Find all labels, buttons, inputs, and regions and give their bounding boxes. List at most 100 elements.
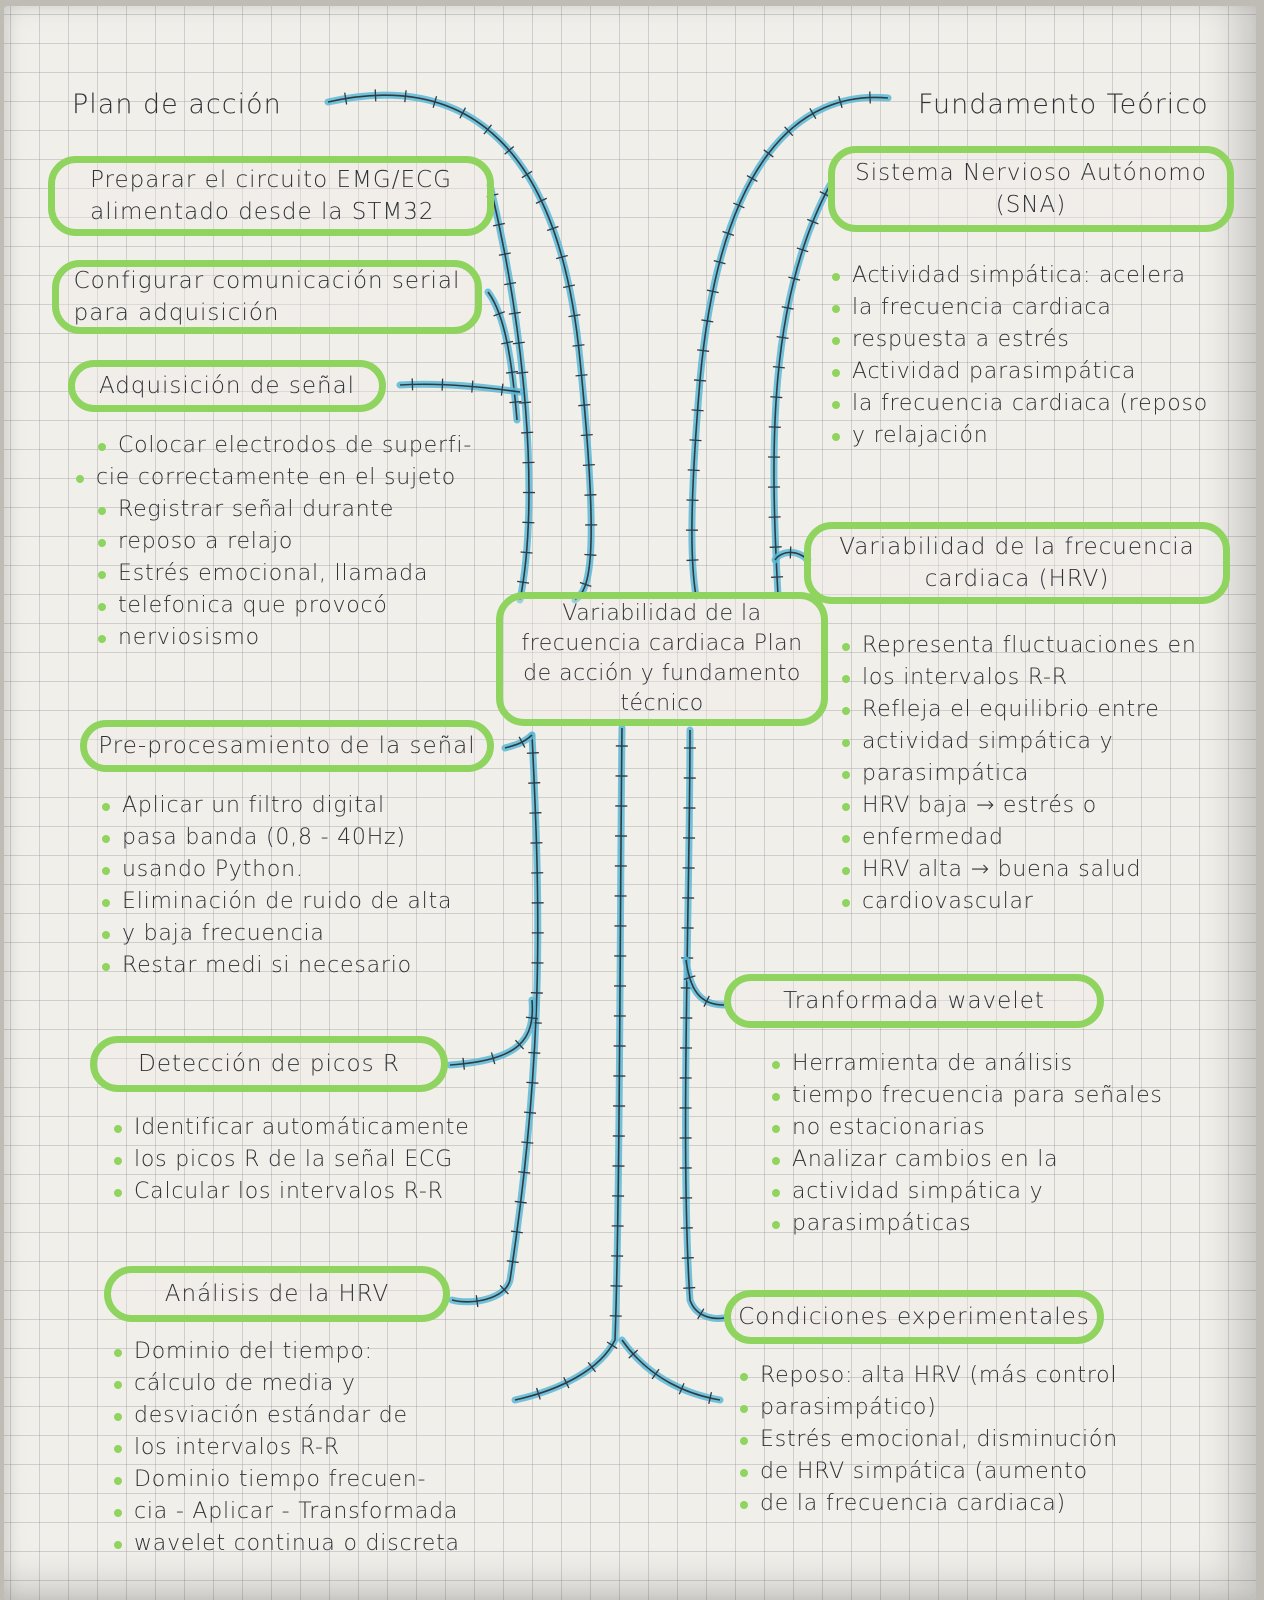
node-label: Sistema Nervioso Autónomo (SNA) [855, 157, 1207, 221]
bullet-item-continuation: nerviosismo [96, 622, 472, 654]
bullet-line: Restar medi si necesario [122, 953, 412, 978]
node-variabilidad-frecuencia: Variabilidad de la frecuencia cardiaca (… [804, 522, 1230, 604]
bullet-line: parasimpático) [760, 1395, 937, 1420]
bullet-item-continuation: telefonica que provocó [96, 590, 472, 622]
bullet-item-continuation: y baja frecuencia [100, 918, 452, 950]
bullet-item-continuation: respuesta a estrés [830, 324, 1208, 356]
bullet-line: Refleja el equilibrio entre [862, 697, 1160, 722]
bullet-line: actividad simpática y [862, 729, 1114, 754]
bullet-item-continuation: cia - Aplicar - Transformada [112, 1496, 460, 1528]
bullet-item: HRV alta → buena salud [840, 854, 1197, 886]
bullet-line: enfermedad [862, 825, 1004, 850]
node-line: cardiaca (HRV) [924, 566, 1110, 592]
bullet-line: parasimpáticas [792, 1211, 972, 1236]
bullet-line: de la frecuencia cardiaca) [760, 1491, 1066, 1516]
bullet-line: parasimpática [862, 761, 1030, 786]
graph-paper-sheet [4, 6, 1256, 1600]
bullet-line: Representa fluctuaciones en [862, 633, 1197, 658]
bullet-item-continuation: actividad simpática y [840, 726, 1197, 758]
bullet-line: usando Python. [122, 857, 304, 882]
bullet-line: Estrés emocional, llamada [118, 561, 429, 586]
bullets-variabilidad: Representa fluctuaciones en los interval… [840, 630, 1197, 918]
bullet-item-continuation: reposo a relajo [96, 526, 472, 558]
bullets-condiciones: Reposo: alta HRV (más control parasimpát… [738, 1360, 1118, 1520]
node-line: Configurar comunicación serial [73, 268, 461, 294]
node-line: Sistema Nervioso Autónomo [855, 160, 1207, 186]
bullet-item-continuation: no estacionarias [770, 1112, 1163, 1144]
bullet-item-continuation: enfermedad [840, 822, 1197, 854]
node-label: Configurar comunicación serial para adqu… [74, 265, 461, 329]
bullet-item: Representa fluctuaciones en [840, 630, 1197, 662]
center-line: Variabilidad de la [562, 601, 762, 626]
bullet-line: cardiovascular [862, 889, 1034, 914]
node-label: Tranformada wavelet [783, 988, 1045, 1014]
node-label: Preparar el circuito EMG/ECG alimentado … [90, 164, 452, 228]
bullet-item-continuation: y relajación [830, 420, 1208, 452]
bullet-line: Reposo: alta HRV (más control [760, 1363, 1118, 1388]
bullet-item-continuation: usando Python. [100, 854, 452, 886]
bullet-line: telefonica que provocó [118, 593, 388, 618]
node-line: alimentado desde la STM32 [90, 199, 435, 225]
bullet-line: Estrés emocional, disminución [760, 1427, 1118, 1452]
bullet-item-continuation: parasimpática [840, 758, 1197, 790]
bullet-line: los intervalos R-R [134, 1435, 340, 1460]
bullet-line: cie correctamente en el sujeto [96, 465, 456, 490]
bullet-item: Colocar electrodos de superfi- [96, 430, 472, 462]
bullet-item-continuation: pasa banda (0,8 - 40Hz) [100, 822, 452, 854]
bullet-item-continuation: actividad simpática y [770, 1176, 1163, 1208]
bullet-line: cia - Aplicar - Transformada [134, 1499, 459, 1524]
bullet-item: Estrés emocional, disminución [738, 1424, 1118, 1456]
bullet-line: HRV baja → estrés o [862, 793, 1097, 818]
bullet-line: no estacionarias [792, 1115, 986, 1140]
bullet-item-continuation: los picos R de la señal ECG [112, 1144, 470, 1176]
bullet-line: Analizar cambios en la [792, 1147, 1059, 1172]
left-heading: Plan de acción [72, 89, 282, 120]
bullet-line: los intervalos R-R [862, 665, 1068, 690]
node-line: para adquisición [73, 300, 280, 326]
bullet-item-continuation: parasimpáticas [770, 1208, 1163, 1240]
bullet-item: Analizar cambios en la [770, 1144, 1163, 1176]
bullets-adquisicion: Colocar electrodos de superfi- cie corre… [76, 430, 472, 654]
node-line: (SNA) [995, 192, 1067, 218]
bullet-item: Aplicar un filtro digital [100, 790, 452, 822]
bullet-item-continuation: los intervalos R-R [112, 1432, 460, 1464]
bullet-line: Dominio del tiempo: [134, 1339, 373, 1364]
bullet-item-continuation: cie correctamente en el sujeto [74, 462, 472, 494]
bullet-line: desviación estándar de [134, 1403, 408, 1428]
center-topic-node: Variabilidad de la frecuencia cardiaca P… [496, 592, 828, 726]
bullet-line: wavelet continua o discreta [134, 1531, 460, 1556]
bullets-sistema-nervioso: Actividad simpática: acelera la frecuenc… [830, 260, 1208, 452]
bullet-item-continuation: desviación estándar de [112, 1400, 460, 1432]
bullet-line: Dominio tiempo frecuen- [134, 1467, 427, 1492]
bullet-line: pasa banda (0,8 - 40Hz) [122, 825, 406, 850]
center-line: de acción y fundamento [523, 661, 801, 686]
node-preprocesamiento: Pre-procesamiento de la señal [80, 720, 494, 772]
center-line: frecuencia cardiaca Plan [521, 631, 803, 656]
bullet-line: Aplicar un filtro digital [122, 793, 385, 818]
bullet-item-continuation: de HRV simpática (aumento [738, 1456, 1118, 1488]
bullet-line: Herramienta de análisis [792, 1051, 1073, 1076]
node-label: Variabilidad de la frecuencia cardiaca (… [839, 531, 1195, 595]
bullets-deteccion: Identificar automáticamente los picos R … [112, 1112, 470, 1208]
node-transformada-wavelet: Tranformada wavelet [724, 974, 1104, 1028]
node-label: Condiciones experimentales [738, 1304, 1090, 1330]
bullet-line: la frecuencia cardiaca (reposo [852, 391, 1209, 416]
bullet-item: Herramienta de análisis [770, 1048, 1163, 1080]
node-adquisicion-senal: Adquisición de señal [68, 360, 386, 412]
node-analisis-hrv: Análisis de la HRV [104, 1266, 450, 1322]
bullet-item-continuation: cálculo de media y [112, 1368, 460, 1400]
bullet-item-continuation: la frecuencia cardiaca (reposo [830, 388, 1208, 420]
bullet-line: Eliminación de ruido de alta [122, 889, 453, 914]
bullet-line: los picos R de la señal ECG [134, 1147, 453, 1172]
bullet-line: Actividad simpática: acelera [852, 263, 1186, 288]
node-label: Detección de picos R [138, 1051, 400, 1077]
bullet-item: Estrés emocional, llamada [96, 558, 472, 590]
bullet-item-continuation: los intervalos R-R [840, 662, 1197, 694]
node-label: Pre-procesamiento de la señal [98, 733, 476, 759]
bullet-item: Actividad parasimpática [830, 356, 1208, 388]
node-line: Variabilidad de la frecuencia [839, 534, 1195, 560]
node-preparar-circuito: Preparar el circuito EMG/ECG alimentado … [48, 156, 494, 236]
bullet-item: Eliminación de ruido de alta [100, 886, 452, 918]
center-topic-label: Variabilidad de la frecuencia cardiaca P… [521, 599, 802, 719]
bullet-item-continuation: parasimpático) [738, 1392, 1118, 1424]
